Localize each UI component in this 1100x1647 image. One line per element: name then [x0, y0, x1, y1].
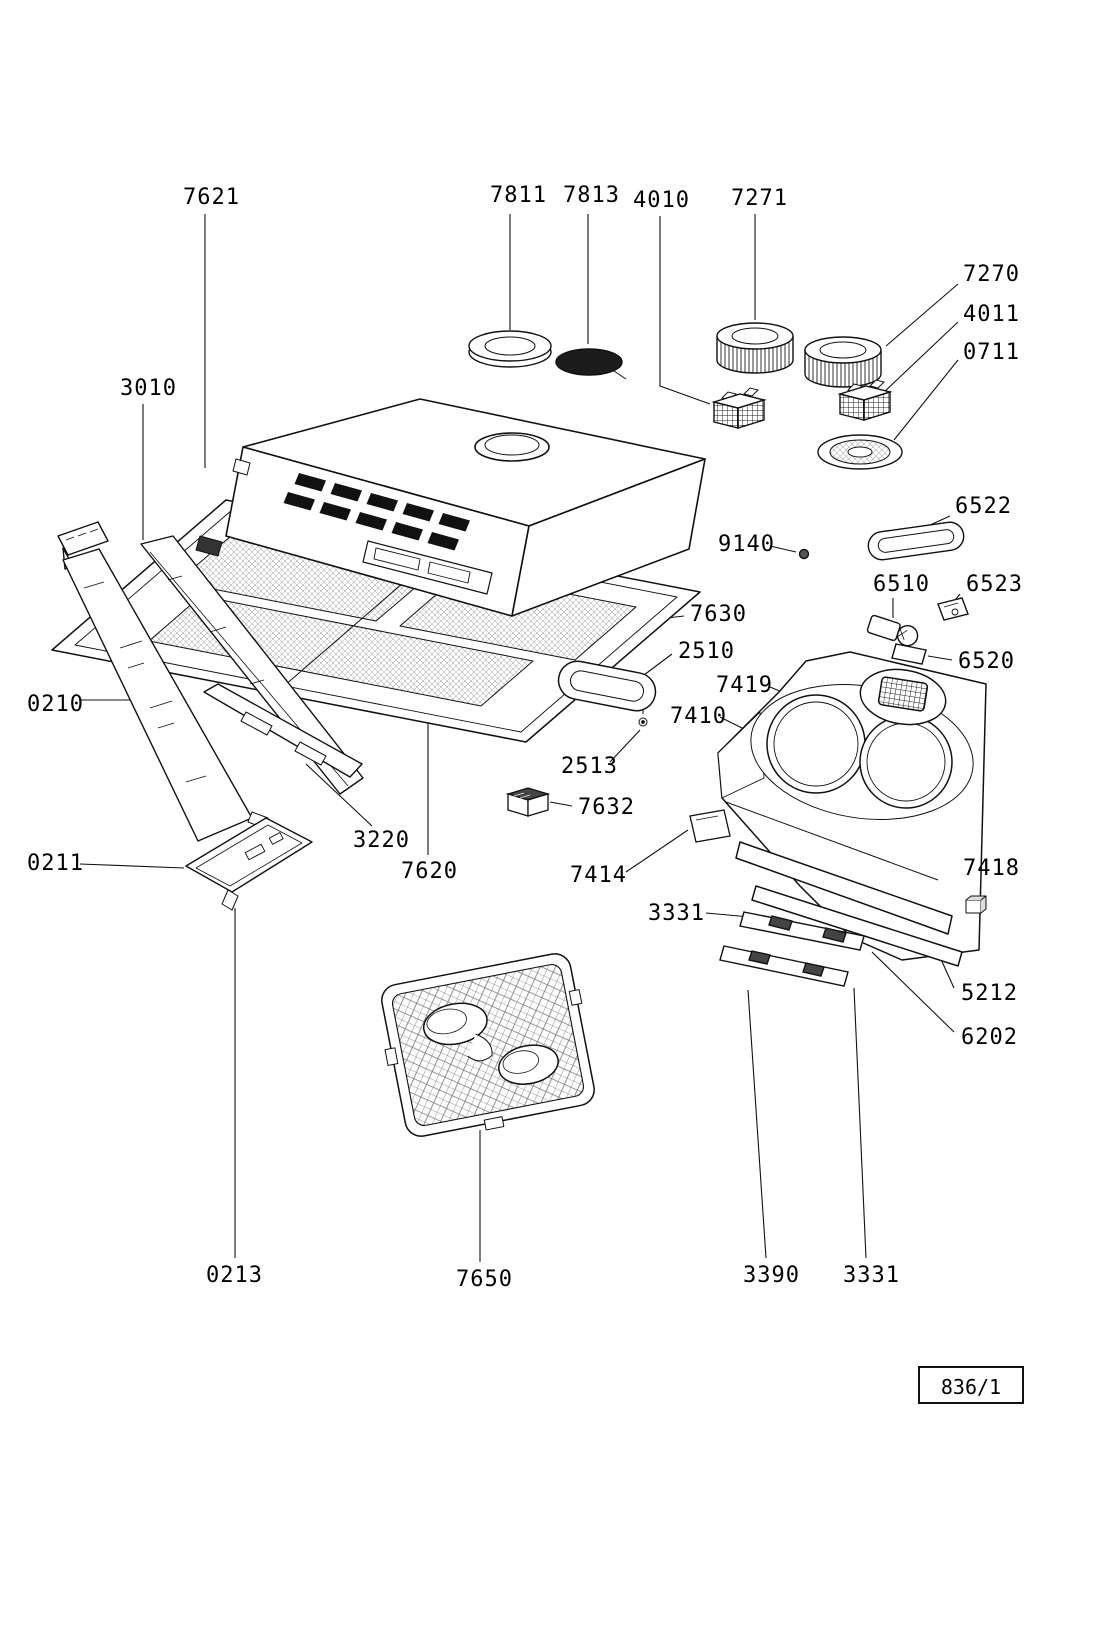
- part-label-7418: 7418: [963, 856, 1020, 881]
- part-label-7632: 7632: [578, 795, 635, 820]
- top-parts-drawing: [468, 322, 903, 470]
- switch-block-drawing: [505, 787, 551, 817]
- terminal-block-4010: [711, 387, 767, 429]
- small-cube-part: [965, 895, 987, 914]
- part-label-7620: 7620: [401, 859, 458, 884]
- part-label-5212: 5212: [961, 981, 1018, 1006]
- part-label-7811: 7811: [490, 183, 547, 208]
- part-label-3010: 3010: [120, 376, 177, 401]
- part-label-2513: 2513: [561, 754, 618, 779]
- mounting-strips-drawing: [719, 911, 865, 987]
- part-label-7270: 7270: [963, 262, 1020, 287]
- side-panels-drawing: [57, 521, 364, 911]
- part-label-3220: 3220: [353, 828, 410, 853]
- part-label-6520: 6520: [958, 649, 1015, 674]
- bottom-plate-5212: [735, 841, 953, 935]
- drawing-number: 836/1: [918, 1366, 1024, 1404]
- filter-tray-drawing: [51, 499, 701, 743]
- part-label-0711: 0711: [963, 340, 1020, 365]
- part-label-9140: 9140: [718, 532, 775, 557]
- terminal-block-4011: [837, 379, 893, 421]
- motor-grid-7419: [877, 676, 929, 712]
- lamp-6510: [866, 614, 919, 647]
- part-label-0211: 0211: [27, 851, 84, 876]
- part-label-7650: 7650: [456, 1267, 513, 1292]
- part-label-7410: 7410: [670, 704, 727, 729]
- part-label-7621: 7621: [183, 185, 240, 210]
- fan-housing-drawing: [717, 651, 987, 967]
- part-label-6510: 6510: [873, 572, 930, 597]
- part-label-7414: 7414: [570, 863, 627, 888]
- card-7414-drawing: [689, 809, 731, 843]
- part-label-7419: 7419: [716, 673, 773, 698]
- part-label-6202: 6202: [961, 1025, 1018, 1050]
- vent-grille: [283, 473, 470, 551]
- part-label-2510: 2510: [678, 639, 735, 664]
- part-label-3331-bottom: 3331: [843, 1263, 900, 1288]
- part-label-6523: 6523: [966, 572, 1023, 597]
- hood-canopy-drawing: [195, 398, 706, 617]
- lamp-parts-drawing: [798, 521, 969, 665]
- pin-9140: [798, 548, 810, 560]
- part-label-7630: 7630: [690, 602, 747, 627]
- part-label-0213: 0213: [206, 1263, 263, 1288]
- part-label-7813: 7813: [563, 183, 620, 208]
- part-label-0210: 0210: [27, 692, 84, 717]
- part-label-3390: 3390: [743, 1263, 800, 1288]
- part-label-4011: 4011: [963, 302, 1020, 327]
- part-label-4010: 4010: [633, 188, 690, 213]
- grease-filter-drawing: [381, 953, 595, 1137]
- screw-drawing: [638, 709, 648, 727]
- part-label-3331-left: 3331: [648, 901, 705, 926]
- part-label-6522: 6522: [955, 494, 1012, 519]
- part-label-7271: 7271: [731, 186, 788, 211]
- handle-drawing: [557, 660, 657, 712]
